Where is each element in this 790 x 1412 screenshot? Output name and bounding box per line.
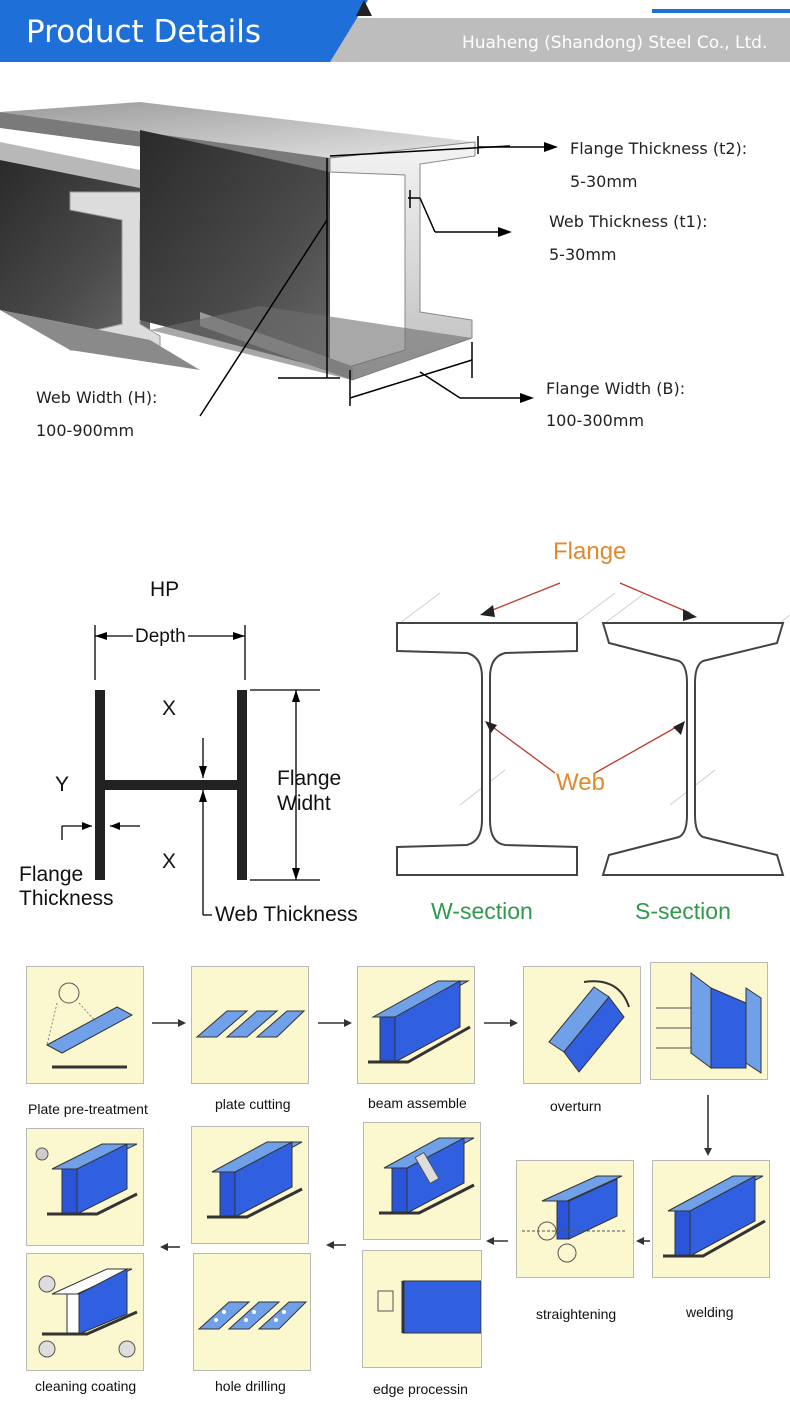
- hp-web: [105, 780, 237, 790]
- w-s-section-diagram: [396, 582, 790, 876]
- straightening-icon: [522, 1175, 627, 1263]
- step-label-beam-assemble: beam assemble: [368, 1095, 467, 1111]
- hp-left-flange: [95, 690, 105, 880]
- s-section-shape: [601, 622, 785, 876]
- beam-assemble-icon: [368, 980, 471, 1064]
- hp-x-top: X: [162, 697, 177, 720]
- welding-icon: [663, 1175, 766, 1258]
- welding-setup-icon: [656, 972, 762, 1074]
- dimension-lines: [199, 136, 548, 417]
- flange-label: Flange: [553, 538, 627, 565]
- step-tile-plate-cutting: [191, 966, 309, 1084]
- process-arrows: [152, 1019, 712, 1251]
- edge-beam-icon: [379, 1137, 475, 1215]
- step-tile-cleaning-coating: [26, 1253, 144, 1371]
- step-label-plate-cutting: plate cutting: [215, 1096, 291, 1112]
- drilled-beam-icon: [207, 1141, 303, 1219]
- step-tile-overturn: [523, 966, 641, 1084]
- step-tile-plate-pretreatment: [26, 966, 144, 1084]
- s-section-label: S-section: [635, 898, 731, 924]
- step-tile-drilling-top: [191, 1126, 309, 1244]
- step-tile-welding-setup: [650, 962, 768, 1080]
- step-label-welding: welding: [686, 1304, 734, 1320]
- hp-title: HP: [150, 578, 180, 601]
- step-tile-edge-top: [363, 1122, 481, 1240]
- hp-flange-widht-1: Flange: [277, 767, 342, 790]
- plate-pretreatment-icon: [45, 982, 134, 1069]
- w-section-shape: [396, 622, 578, 876]
- web-thickness-value: 5-30mm: [549, 245, 617, 264]
- hp-x-bottom: X: [162, 850, 177, 873]
- web-label: Web: [556, 769, 605, 796]
- step-tile-straightening: [516, 1160, 634, 1278]
- h-beam-photo: [0, 102, 558, 417]
- w-section-label: W-section: [431, 898, 533, 924]
- hp-flange-thickness-2: Thickness: [19, 887, 114, 910]
- header-accent-line: [652, 9, 790, 13]
- cleaning-coating-icon: [38, 1268, 138, 1358]
- plate-cutting-icon: [195, 1010, 306, 1038]
- header-banner: Product Details Huaheng (Shandong) Steel…: [0, 0, 790, 62]
- step-label-overturn: overturn: [550, 1098, 602, 1114]
- hp-depth-label: Depth: [133, 626, 188, 648]
- web-width-label: Web Width (H):: [36, 388, 158, 407]
- web-thickness-label: Web Thickness (t1):: [549, 212, 708, 231]
- flange-thickness-value: 5-30mm: [570, 172, 638, 191]
- step-tile-welding: [652, 1160, 770, 1278]
- page-title: Product Details: [26, 14, 262, 50]
- header-notch: [356, 0, 372, 16]
- step-tile-beam-assemble: [357, 966, 475, 1084]
- hp-y-axis: Y: [55, 773, 70, 796]
- step-tile-hole-drilling: [193, 1253, 311, 1371]
- small-beam-top-flange: [0, 142, 150, 190]
- coating-icon: [35, 1143, 138, 1216]
- overturn-icon: [548, 980, 630, 1073]
- edge-processing-icon: [377, 1280, 482, 1334]
- step-tile-edge-processin: [362, 1250, 482, 1368]
- hp-flange-thickness-1: Flange: [19, 863, 84, 886]
- step-label-plate-pretreatment: Plate pre-treatment: [28, 1101, 148, 1117]
- web-width-value: 100-900mm: [36, 421, 135, 440]
- hp-web-thickness: Web Thickness: [215, 903, 358, 926]
- main-beam-top-flange: [0, 102, 475, 158]
- step-tile-coating-top: [26, 1128, 144, 1246]
- flange-thickness-label: Flange Thickness (t2):: [570, 139, 748, 158]
- company-name: Huaheng (Shandong) Steel Co., Ltd.: [462, 33, 768, 53]
- hp-flange-widht-2: Widht: [277, 792, 331, 815]
- step-label-cleaning-coating: cleaning coating: [35, 1378, 137, 1394]
- hp-right-flange: [237, 690, 247, 880]
- header-blue-bar: [0, 0, 330, 62]
- header-gray-bar: [355, 18, 790, 62]
- step-label-straightening: straightening: [536, 1306, 617, 1322]
- step-label-edge-processin: edge processin: [373, 1381, 468, 1397]
- hole-drilling-icon: [197, 1301, 308, 1330]
- step-label-hole-drilling: hole drilling: [215, 1378, 286, 1394]
- flange-width-value: 100-300mm: [546, 411, 645, 430]
- flange-width-label: Flange Width (B):: [546, 379, 686, 398]
